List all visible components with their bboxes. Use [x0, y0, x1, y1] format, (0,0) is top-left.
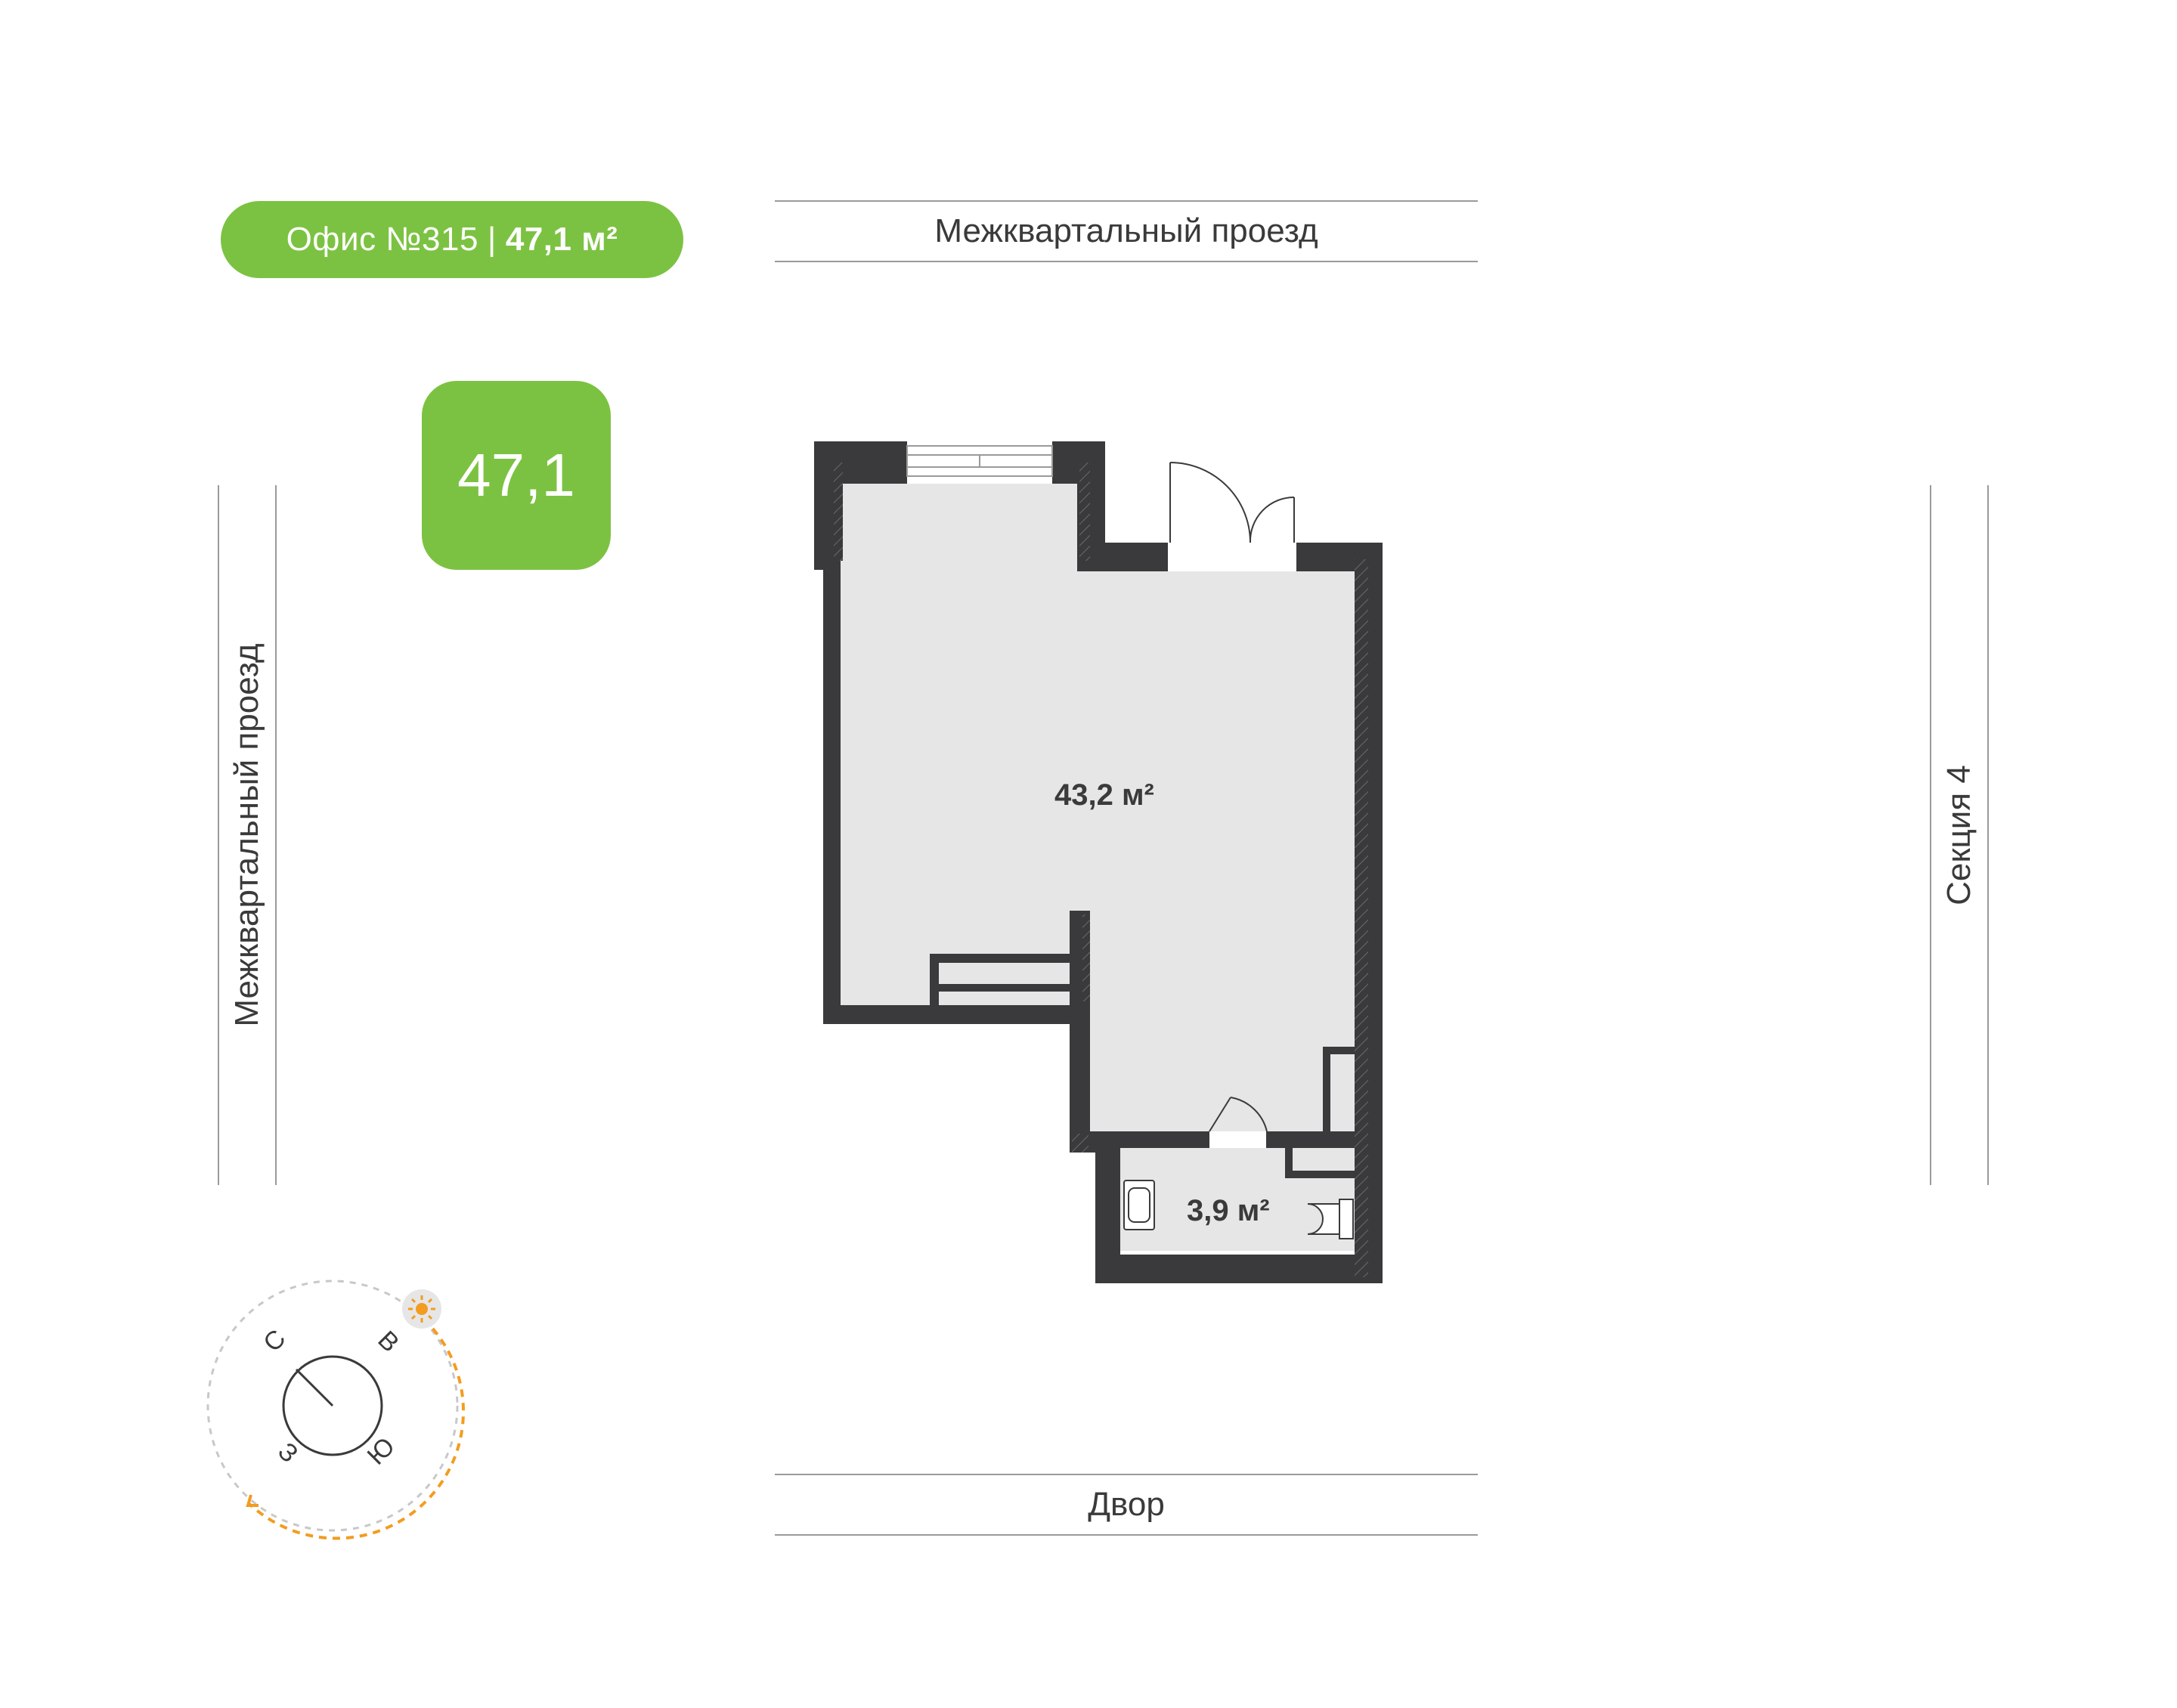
- title-separator: |: [487, 221, 497, 258]
- compass-outer-ring: [206, 1279, 459, 1532]
- compass: С В Ю З: [206, 1279, 465, 1540]
- road-left: Межквартальный проезд: [218, 485, 277, 1185]
- compass-needle: [295, 1368, 334, 1407]
- bathroom-area: 3,9 м²: [1187, 1194, 1270, 1227]
- bathroom-door: [1209, 1097, 1268, 1148]
- sun-path-arrow-icon: [246, 1494, 259, 1507]
- toilet-icon: [1307, 1199, 1354, 1239]
- sun-icon: [402, 1289, 441, 1329]
- office-total-area: 47,1 м²: [505, 221, 618, 258]
- sink-icon: [1123, 1180, 1155, 1230]
- main-room-floor: [841, 484, 1357, 1251]
- road-right: Секция 4: [1930, 485, 1989, 1185]
- sun-path: [248, 1317, 465, 1540]
- road-bottom: Двор: [775, 1474, 1478, 1536]
- entrance-door: [1168, 462, 1296, 571]
- window: [906, 445, 1053, 477]
- road-top-label: Межквартальный проезд: [934, 212, 1318, 249]
- main-room-area: 43,2 м²: [1054, 778, 1154, 812]
- compass-east: В: [372, 1326, 404, 1358]
- road-bottom-label: Двор: [1088, 1486, 1165, 1523]
- office-number: Офис №315: [286, 221, 478, 258]
- area-badge: 47,1: [422, 381, 611, 570]
- office-title-badge: Офис №315 | 47,1 м²: [221, 201, 683, 278]
- compass-north: С: [258, 1324, 291, 1357]
- road-top: Межквартальный проезд: [775, 200, 1478, 262]
